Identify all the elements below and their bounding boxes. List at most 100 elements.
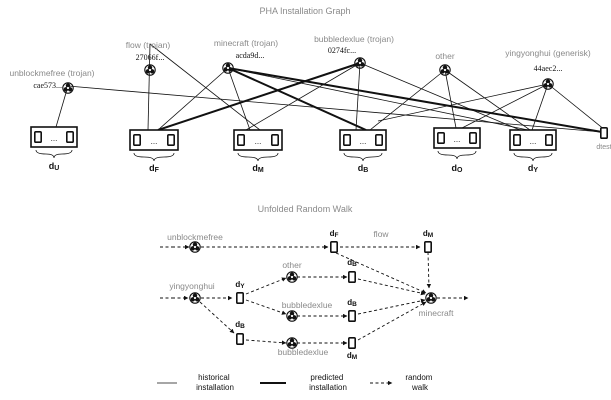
svg-text:bubbledexlue: bubbledexlue xyxy=(278,347,329,357)
phone-icon xyxy=(343,134,351,146)
pha-bubbledexlue: bubbledexlue (trojan) 0274fc... xyxy=(314,34,394,69)
svg-text:minecraft: minecraft xyxy=(419,308,455,318)
biohazard-icon xyxy=(62,82,74,94)
legend-historical: historical installation xyxy=(157,373,234,392)
graph1-title: PHA Installation Graph xyxy=(259,6,350,16)
pha-hash: 0274fc... xyxy=(328,46,356,55)
phone-icon xyxy=(236,292,244,304)
device-group-b: ... dB xyxy=(339,129,387,174)
walk-device-dM-top: dM xyxy=(423,229,433,253)
walk-start-marks xyxy=(160,246,172,299)
phone-icon xyxy=(330,241,338,253)
legend-random-walk: random walk xyxy=(370,373,434,392)
phone-icon xyxy=(133,134,141,146)
legend: historical installation predicted instal… xyxy=(157,373,434,392)
pha-label: flow (trojan) xyxy=(126,40,171,50)
biohazard-icon xyxy=(144,64,156,76)
svg-text:...: ... xyxy=(360,137,367,146)
device-test-label: dtest xyxy=(596,144,611,151)
svg-text:dM: dM xyxy=(423,229,433,239)
device-group-u: ... dU xyxy=(30,126,78,172)
walk-node-bubbledexlue-2: bubbledexlue xyxy=(278,337,329,357)
walk-node-yingyonghui: yingyonghui xyxy=(169,281,215,304)
biohazard-icon xyxy=(222,62,234,74)
walk-node-unblockmefree: unblockmefree xyxy=(167,232,223,253)
pha-label: bubbledexlue (trojan) xyxy=(314,34,394,44)
random-walk-edges xyxy=(172,244,469,346)
walk-device-dB-low: dB xyxy=(235,320,245,345)
walk-device-dB-mid: dB xyxy=(347,298,357,322)
walk-device-dF: dF xyxy=(330,229,339,253)
svg-text:...: ... xyxy=(530,137,537,146)
svg-text:flow: flow xyxy=(373,229,389,239)
walk-node-other: other xyxy=(282,260,302,283)
svg-text:unblockmefree: unblockmefree xyxy=(167,232,223,242)
device-group-f: ... dF xyxy=(129,129,179,174)
group-label: dO xyxy=(452,163,464,174)
walk-device-dB-other: dB xyxy=(347,258,357,283)
svg-text:dB: dB xyxy=(347,258,357,268)
biohazard-icon xyxy=(542,78,554,90)
device-group-m: ... dM xyxy=(233,129,283,174)
pha-hash: cae573... xyxy=(33,81,62,90)
pha-label: yingyonghui (generisk) xyxy=(505,48,591,58)
legend-predicted: predicted installation xyxy=(260,373,347,392)
svg-text:yingyonghui: yingyonghui xyxy=(169,281,214,291)
pha-label: minecraft (trojan) xyxy=(214,38,278,48)
phone-icon xyxy=(34,131,42,143)
biohazard-icon xyxy=(286,310,298,322)
phone-icon xyxy=(348,310,356,322)
phone-icon xyxy=(348,271,356,283)
pha-label: unblockmefree (trojan) xyxy=(9,68,94,78)
legend-predicted-label: predicted installation xyxy=(309,373,347,392)
svg-text:dB: dB xyxy=(235,320,245,330)
group-label: dB xyxy=(358,163,369,174)
biohazard-icon xyxy=(425,292,437,304)
pha-hash: 27066f... xyxy=(136,53,165,62)
graph2-title: Unfolded Random Walk xyxy=(258,204,353,214)
biohazard-icon xyxy=(286,271,298,283)
phone-icon xyxy=(167,134,175,146)
pha-flow: flow (trojan) 27066f... xyxy=(126,40,171,76)
phone-icon xyxy=(237,134,245,146)
phone-icon xyxy=(66,131,74,143)
biohazard-icon xyxy=(189,241,201,253)
phone-icon xyxy=(513,134,521,146)
group-label: dF xyxy=(149,163,160,174)
svg-text:...: ... xyxy=(454,135,461,144)
phone-icon xyxy=(424,241,432,253)
walk-device-dM-bottom: dM xyxy=(347,337,357,361)
group-label: dM xyxy=(252,163,264,174)
phone-icon xyxy=(375,134,383,146)
phone-icon xyxy=(545,134,553,146)
svg-text:dF: dF xyxy=(330,229,339,239)
phone-icon xyxy=(348,337,356,349)
legend-random-walk-label: random walk xyxy=(405,373,434,392)
svg-text:other: other xyxy=(282,260,302,270)
phone-icon xyxy=(600,127,608,139)
biohazard-icon xyxy=(439,64,451,76)
phone-icon xyxy=(469,132,477,144)
pha-hash: acda9d... xyxy=(236,51,265,60)
legend-historical-label: historical installation xyxy=(196,373,234,392)
pha-minecraft: minecraft (trojan) acda9d... xyxy=(214,38,278,74)
pha-label: other xyxy=(435,51,455,61)
svg-text:dY: dY xyxy=(235,280,245,290)
walk-device-dY: dY xyxy=(235,280,245,304)
svg-text:...: ... xyxy=(255,137,262,146)
group-label: dU xyxy=(49,161,60,172)
svg-text:...: ... xyxy=(51,134,58,143)
device-group-o: ... dO xyxy=(433,127,481,174)
pha-unblockmefree: unblockmefree (trojan) cae573... xyxy=(9,68,95,94)
pha-yingyonghui: yingyonghui (generisk) 44aec2... xyxy=(505,48,591,90)
svg-text:bubbledexlue: bubbledexlue xyxy=(282,300,333,310)
walk-node-flow: flow xyxy=(373,229,389,239)
graph1-edges xyxy=(55,43,606,133)
device-group-y: ... dY xyxy=(509,129,557,174)
svg-text:dB: dB xyxy=(347,298,357,308)
pha-hash: 44aec2... xyxy=(534,64,563,73)
walk-node-minecraft: minecraft xyxy=(419,292,455,318)
phone-icon xyxy=(236,333,244,345)
biohazard-icon xyxy=(189,292,201,304)
